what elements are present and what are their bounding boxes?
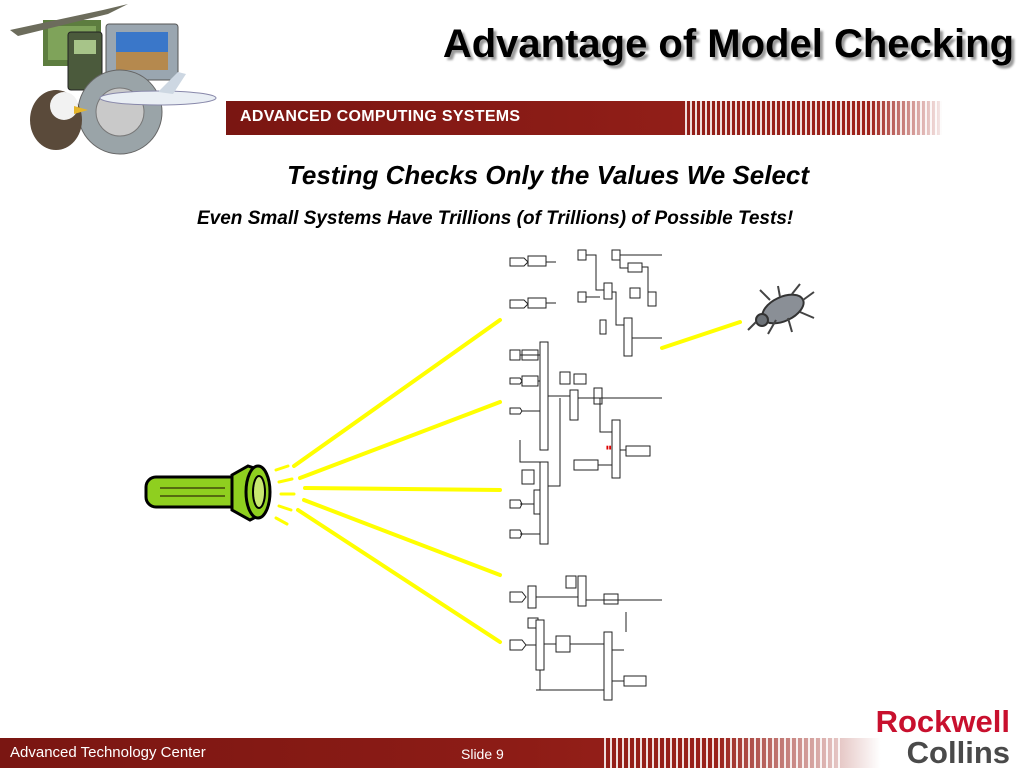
slide-title: Advantage of Model Checking — [442, 22, 1014, 66]
slide-number: Slide 9 — [461, 746, 504, 762]
testing-diagram: ▮▮ — [144, 249, 815, 701]
footer-organization: Advanced Technology Center — [10, 744, 206, 761]
logo-line2: Collins — [906, 735, 1010, 770]
bug-icon — [747, 283, 815, 335]
banner-fade — [870, 101, 942, 135]
light-sparks — [274, 464, 296, 526]
logo-line1: Rockwell — [875, 704, 1010, 739]
slide-subtitle: Testing Checks Only the Values We Select — [286, 160, 810, 190]
footer-bar — [0, 738, 1024, 768]
block-diagram-lower — [509, 575, 662, 701]
light-beams — [292, 318, 742, 644]
rockwell-collins-logo: Rockwell Collins — [876, 706, 1010, 768]
banner-text: ADVANCED COMPUTING SYSTEMS — [240, 108, 521, 125]
header-collage-image — [10, 4, 217, 155]
slide-subheading: Even Small Systems Have Trillions (of Tr… — [197, 208, 794, 229]
block-diagram-upper — [509, 249, 662, 545]
flashlight-icon — [144, 464, 272, 522]
diagram-red-label: ▮▮ — [606, 445, 612, 451]
section-banner — [226, 101, 942, 135]
